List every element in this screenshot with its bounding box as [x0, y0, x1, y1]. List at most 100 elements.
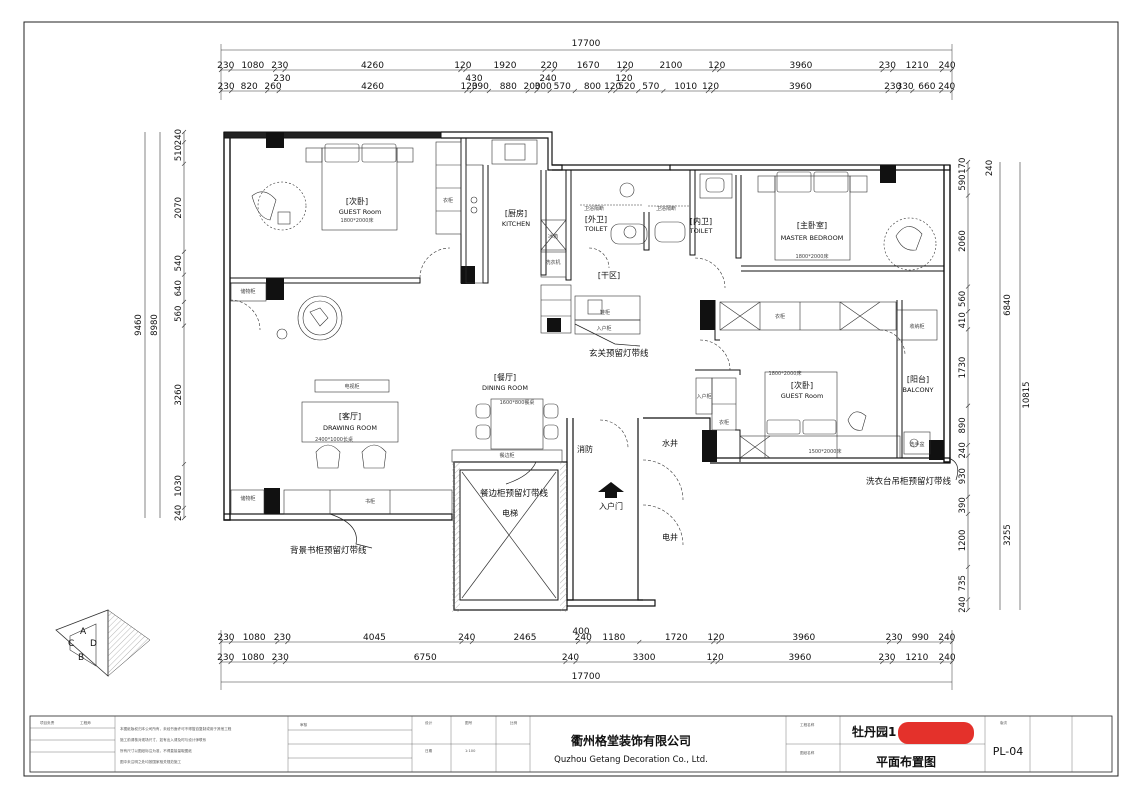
label-shower2: 卫浴隔断 — [656, 205, 676, 212]
dim-bot-row2-8: 230 — [878, 653, 895, 663]
note-sideboard-light: 餐边柜预留灯带线 — [480, 488, 549, 499]
room-wc1-cn: [外卫] — [585, 214, 607, 224]
dim-top-row2-8: 300 — [535, 82, 552, 92]
dim-top-row1-3: 4260 — [361, 61, 384, 71]
label-sink: 洗手盆 — [909, 441, 924, 448]
dim-left-mid: 8980 — [150, 314, 160, 336]
dim-top-row2-11: 120 — [604, 82, 621, 92]
room-master-en: MASTER BEDROOM — [781, 234, 844, 242]
dim-top-row2-17: 230 — [884, 82, 901, 92]
tb-fine-8: 工程名称 — [800, 722, 815, 727]
dim-bot-row1-3: 4045 — [363, 633, 386, 643]
tb-fine-1: 工程师 — [80, 720, 91, 725]
dim-bot-row1-6: 240 — [575, 633, 592, 643]
chair-guest1 — [257, 181, 307, 231]
dim-bot-row2-7: 3960 — [788, 653, 811, 663]
company-name-en: Quzhou Getang Decoration Co., Ltd. — [554, 755, 708, 765]
tb-fine-7: 1:100 — [465, 749, 476, 753]
room-wc2-en: TOILET — [689, 227, 713, 235]
dim-top-row1-2: 230 — [271, 61, 288, 71]
dim-total-top: 17700 — [572, 39, 601, 49]
annotation-leaders — [329, 323, 959, 549]
dim-right-inner-9: 390 — [958, 497, 968, 513]
dim-right-inner-6: 890 — [958, 417, 968, 433]
dim-top-row2-20: 240 — [938, 82, 955, 92]
label-cab-living: 储物柜 — [240, 495, 255, 502]
dim-bot-row2-1: 1080 — [242, 653, 265, 663]
room-kitchen-en: KITCHEN — [502, 220, 530, 228]
dim-top-row1-6: 220 — [541, 61, 558, 71]
label-tv: 电视柜 — [344, 383, 359, 390]
dim-right-inner-0: 170 — [958, 158, 968, 174]
room-labels: [次卧] GUEST Room 1800*2000床 [厨房] KITCHEN … — [315, 196, 934, 542]
dim-left-inner-6: 3260 — [174, 384, 184, 406]
compass-letter-c: C — [68, 639, 74, 649]
dim-top-row1-10: 120 — [708, 61, 725, 71]
room-guest2-cn: [次卧] — [791, 380, 813, 390]
dim-bot-row2-6: 120 — [707, 653, 724, 663]
dim-right-mid-2: 3255 — [1003, 524, 1013, 546]
dim-top-row1-8: 120 — [616, 61, 633, 71]
washer — [540, 251, 567, 278]
label-washer: 洗衣机 — [545, 259, 560, 266]
dim-top-row1-5: 1920 — [494, 61, 517, 71]
label-wardrobe-guest2: 衣柜 — [719, 419, 729, 426]
dim-bot-row1-1: 1080 — [243, 633, 266, 643]
label-wardrobe-master: 衣柜 — [775, 313, 785, 320]
shoe-cabinet — [540, 284, 572, 334]
dim-left-inner-3: 540 — [174, 255, 184, 271]
dim-right-outer: 10815 — [1022, 381, 1032, 408]
structural-columns — [264, 132, 944, 514]
entry-arrow-icon — [598, 482, 624, 498]
dim-right-mid-1: 6840 — [1003, 294, 1013, 316]
dim-top-row1-11: 3960 — [789, 61, 812, 71]
company-name-cn: 衢州格堂装饰有限公司 — [571, 733, 691, 748]
dim-top-row2-13: 570 — [642, 82, 659, 92]
label-entry-cab2: 入户柜 — [696, 393, 711, 400]
room-guest1-en: GUEST Room — [339, 208, 382, 216]
sideboard — [451, 449, 563, 463]
label-shoe: 鞋柜 — [600, 309, 610, 316]
dim-top-row1-12: 230 — [879, 61, 896, 71]
room-wc2-cn: [内卫] — [690, 216, 712, 226]
note-bookcase-light: 背景书柜预留灯带线 — [290, 545, 367, 556]
tb-note-1: 施工前请核对现场尺寸，如有出入请及时与设计师联系 — [120, 737, 207, 742]
label-entry-door: 入户门 — [599, 501, 623, 511]
bed-guest2-size: 1800*2000床 — [769, 370, 802, 377]
drawing-name: 平面布置图 — [876, 754, 936, 769]
dim-top-row2-19: 660 — [918, 82, 935, 92]
sheet-border — [23, 21, 1119, 777]
room-dry-cn: [干区] — [598, 271, 620, 280]
furniture — [230, 139, 938, 515]
room-balcony-cn: [阳台] — [907, 374, 929, 384]
toilet-outer — [610, 223, 648, 245]
tb-fine-6: 日期 — [425, 748, 433, 753]
dim-top-row2-18: 330 — [896, 82, 913, 92]
round-table — [297, 295, 343, 341]
fixture-labels: 衣柜 冰箱 洗衣机 鞋柜 入户柜 卫浴隔断 卫浴隔断 衣柜 收纳柜 衣柜 入户柜… — [240, 197, 924, 505]
dim-bot-row1-12: 990 — [912, 633, 929, 643]
label-wardrobe-guest1: 衣柜 — [443, 197, 453, 204]
redaction-mark — [898, 722, 974, 744]
label-water-shaft: 水井 — [662, 438, 678, 448]
dim-bot-row1-7: 1180 — [602, 633, 625, 643]
tb-note-3: 图中未注明之处均按国家相关规范施工 — [120, 759, 181, 764]
tb-fine-2: 审核 — [300, 722, 308, 727]
annotation-notes: 玄关预留灯带线 餐边柜预留灯带线 背景书柜预留灯带线 洗衣台吊柜预留灯带线 — [290, 348, 952, 556]
dim-top-row1-9: 2100 — [659, 61, 682, 71]
dim-bot-row1-8: 1720 — [665, 633, 688, 643]
dim-bot-row2-4: 240 — [562, 653, 579, 663]
wall-north-west — [223, 131, 442, 139]
dim-top-row2-2: 260 — [264, 82, 281, 92]
dim-top-row1-0: 230 — [217, 61, 234, 71]
dim-bot-row2-5: 3300 — [633, 653, 656, 663]
label-power-shaft: 电井 — [662, 532, 678, 542]
bed-guest1-size: 1800*2000床 — [341, 217, 374, 224]
tb-fine-4: 图号 — [465, 720, 473, 725]
label-fire: 消防 — [577, 444, 593, 454]
tb-fine-10: 版次 — [1000, 720, 1008, 725]
